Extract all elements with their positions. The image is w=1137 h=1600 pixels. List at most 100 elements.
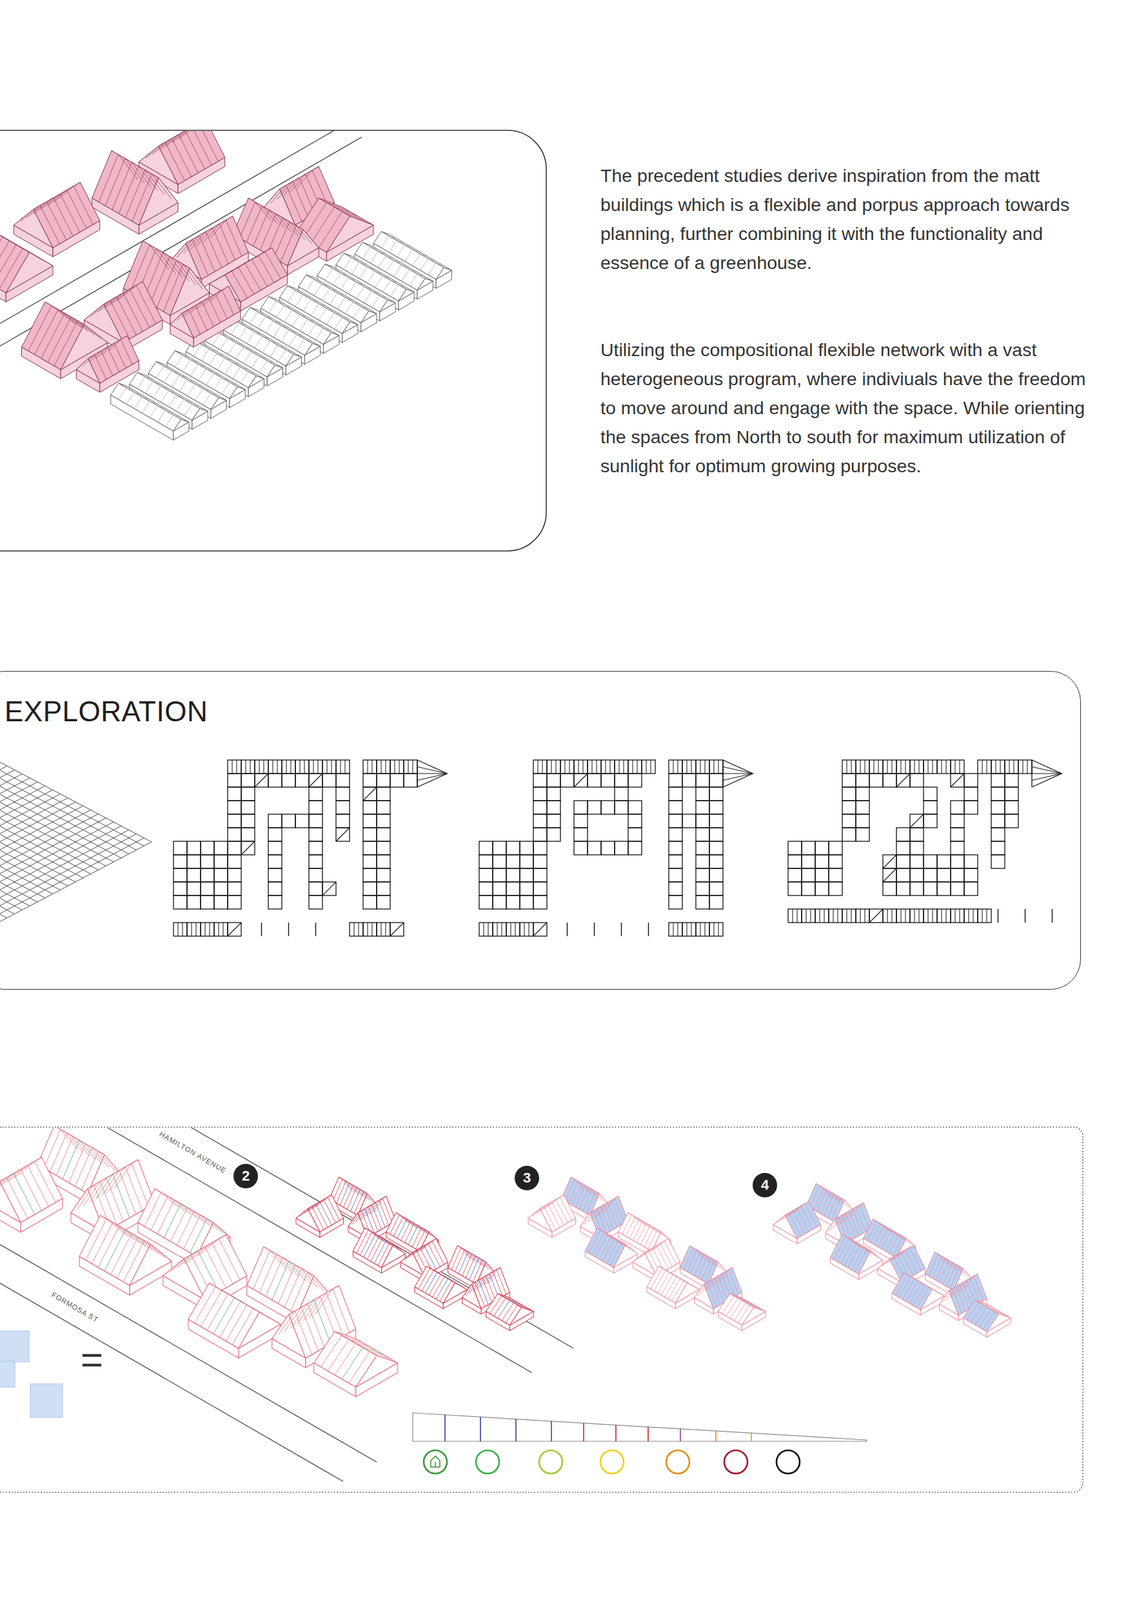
grid-cell bbox=[668, 895, 683, 909]
grid-cell bbox=[533, 881, 547, 896]
roof-purlin bbox=[270, 345, 286, 357]
grid-cell bbox=[709, 854, 723, 869]
grid-cell bbox=[376, 868, 391, 882]
grid-cell bbox=[950, 813, 965, 828]
grid-cell bbox=[390, 759, 404, 774]
grid-cell bbox=[308, 759, 323, 774]
roof-purlin bbox=[316, 1288, 350, 1333]
grid-cell bbox=[950, 800, 965, 814]
roof-purlin bbox=[694, 1253, 714, 1276]
gable-face bbox=[435, 267, 452, 280]
grid-hatch bbox=[646, 759, 647, 774]
plan-cap bbox=[1031, 759, 1062, 787]
gradient-key bbox=[412, 1412, 867, 1474]
grid-cell bbox=[855, 773, 870, 787]
grid-cell bbox=[376, 895, 391, 909]
grid-cell bbox=[628, 759, 642, 774]
roof-purlin bbox=[971, 1304, 996, 1323]
grid-cell bbox=[923, 813, 938, 828]
grid-cell bbox=[336, 773, 350, 787]
roof-purlin bbox=[160, 390, 177, 402]
roof-purlin bbox=[232, 1307, 275, 1345]
roof-purlin bbox=[276, 305, 293, 318]
roof-module bbox=[110, 383, 189, 440]
grid-hatch bbox=[718, 759, 720, 774]
roof-purlin bbox=[594, 1204, 614, 1229]
roof-purlin bbox=[152, 385, 169, 398]
roof-purlin bbox=[182, 359, 198, 372]
grid-cell bbox=[227, 868, 242, 882]
key-ring bbox=[724, 1449, 748, 1474]
grid-cell bbox=[268, 813, 282, 828]
roof-purlin bbox=[281, 329, 297, 342]
grid-hatch bbox=[673, 922, 674, 936]
grid-cell bbox=[923, 759, 938, 774]
grid-cell bbox=[492, 854, 507, 869]
grid-hatch bbox=[891, 908, 893, 923]
grid-cell bbox=[200, 854, 215, 869]
grid-hatch bbox=[605, 759, 607, 774]
grid-brace bbox=[950, 773, 965, 787]
grid-cell bbox=[376, 773, 391, 787]
grid-hatch bbox=[345, 759, 346, 774]
roof-purlin bbox=[722, 1295, 747, 1314]
grid-hatch bbox=[245, 759, 247, 774]
roof-purlin bbox=[942, 1287, 962, 1313]
grid-cell bbox=[815, 881, 829, 896]
grid-cell bbox=[709, 881, 723, 896]
grid-cell bbox=[801, 881, 816, 896]
roof-purlin bbox=[383, 279, 399, 292]
roof-purlin bbox=[236, 259, 267, 287]
gable-face bbox=[173, 419, 189, 431]
roof-purlin bbox=[366, 1235, 391, 1259]
grid-hatch bbox=[191, 922, 193, 936]
roof-purlin bbox=[850, 1204, 870, 1229]
grid-cell bbox=[842, 827, 856, 841]
grid-hatch bbox=[1013, 759, 1015, 774]
grid-hatch bbox=[367, 759, 369, 774]
gable-face bbox=[694, 1283, 714, 1308]
grid-cell bbox=[376, 840, 391, 855]
grid-cell bbox=[628, 840, 642, 855]
grid-cell bbox=[214, 881, 228, 896]
roof-module bbox=[352, 1227, 406, 1273]
roof-purlin bbox=[909, 1282, 934, 1304]
grid-cell bbox=[363, 800, 377, 814]
grid-line bbox=[0, 817, 106, 918]
roof-purlin bbox=[737, 1304, 762, 1323]
grid-cell bbox=[668, 786, 683, 801]
grid-cell bbox=[200, 922, 215, 936]
grid-cell bbox=[214, 922, 228, 936]
grid-hatch bbox=[700, 759, 702, 774]
grid-cell bbox=[855, 827, 870, 841]
roof-purlin bbox=[195, 388, 211, 400]
roof-purlin bbox=[265, 320, 282, 333]
grid-cell bbox=[909, 868, 924, 882]
grid-hatch bbox=[677, 759, 679, 774]
grid-cell bbox=[950, 908, 965, 923]
grid-hatch bbox=[340, 759, 342, 774]
roof-purlin bbox=[942, 1262, 962, 1285]
roof-purlin bbox=[337, 297, 353, 309]
roof-purlin bbox=[27, 201, 67, 241]
roof-purlin bbox=[0, 1169, 42, 1211]
gradient-tick bbox=[715, 1430, 717, 1441]
grid-cell bbox=[1004, 786, 1019, 801]
gable-face bbox=[163, 1258, 206, 1300]
grid-bar bbox=[261, 922, 262, 936]
grid-hatch bbox=[578, 759, 580, 774]
roof-purlin bbox=[373, 1197, 393, 1223]
plan-cap bbox=[722, 759, 753, 787]
grid-hatch bbox=[928, 908, 929, 923]
grid-cell bbox=[200, 895, 215, 909]
grid-hatch bbox=[372, 759, 373, 774]
grid-cell bbox=[268, 881, 282, 896]
grid-cell bbox=[492, 868, 507, 882]
roof-purlin bbox=[262, 340, 278, 353]
gradient-tick bbox=[444, 1414, 446, 1441]
roof-purlin bbox=[116, 1236, 159, 1279]
roof-purlin bbox=[978, 1308, 1003, 1327]
grid-cell bbox=[187, 895, 201, 909]
grid-hatch bbox=[177, 922, 179, 936]
gable-face bbox=[170, 313, 194, 339]
